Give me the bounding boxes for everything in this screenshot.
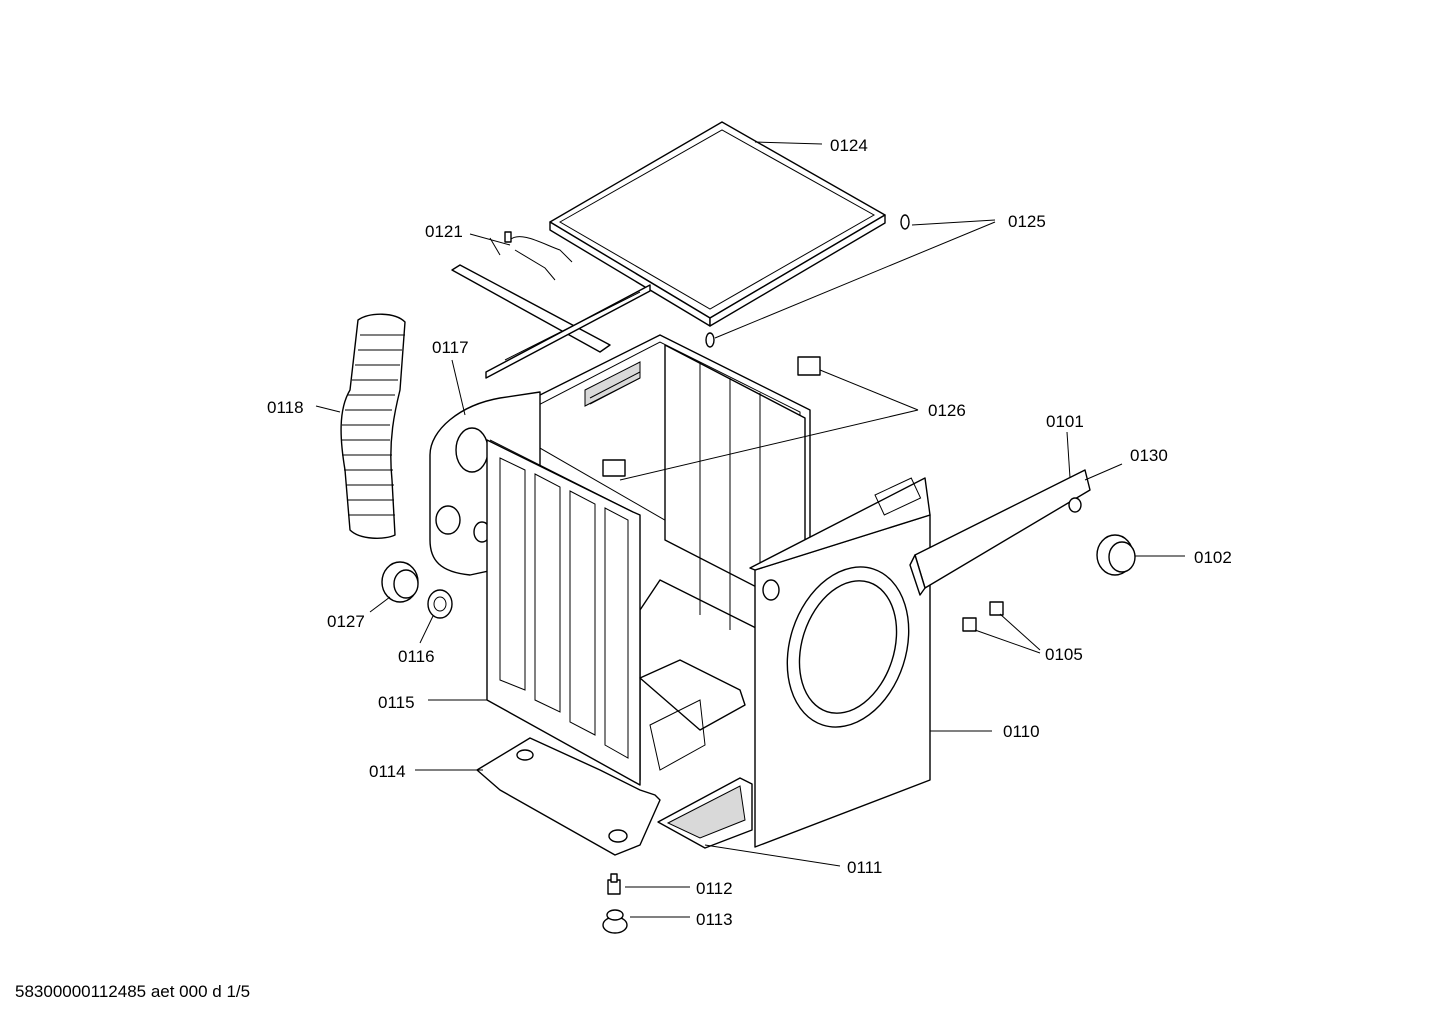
rail-0121 [451,231,651,379]
base-plate-0114 [476,659,746,856]
label-0117: 0117 [432,338,469,357]
leader-lines [315,141,1185,918]
knob-0102 [1096,534,1136,576]
side-panel-0115 [486,439,641,786]
label-0130: 0130 [1130,446,1168,465]
label-0126: 0126 [928,401,966,420]
label-0116: 0116 [398,647,435,666]
hose-0118 [340,313,406,539]
label-0113: 0113 [696,910,733,929]
label-0121: 0121 [425,222,463,241]
plinth-0111 [657,777,753,849]
foot-0112 [607,873,621,895]
label-0111: 0111 [847,858,882,877]
document-id-footer: 58300000112485 aet 000 d 1/5 [15,982,250,1001]
clip-0125 [705,214,910,348]
top-cover-0124 [549,121,886,327]
label-0124: 0124 [830,136,868,155]
control-panel-0101 [909,469,1091,596]
label-0112: 0112 [696,879,733,898]
label-0110: 0110 [1003,722,1040,741]
label-0118: 0118 [267,398,304,417]
cap-0116 [427,589,453,619]
label-0114: 0114 [369,762,406,781]
foot-pad-0113 [602,909,628,934]
adapter-0127 [381,561,419,603]
buttons-0105 [962,601,1004,632]
label-0105: 0105 [1045,645,1083,664]
label-0102: 0102 [1194,548,1232,567]
front-panel-0110 [749,477,931,848]
label-0115: 0115 [378,693,415,712]
label-0125: 0125 [1008,212,1046,231]
label-0101: 0101 [1046,412,1084,431]
label-0127: 0127 [327,612,365,631]
